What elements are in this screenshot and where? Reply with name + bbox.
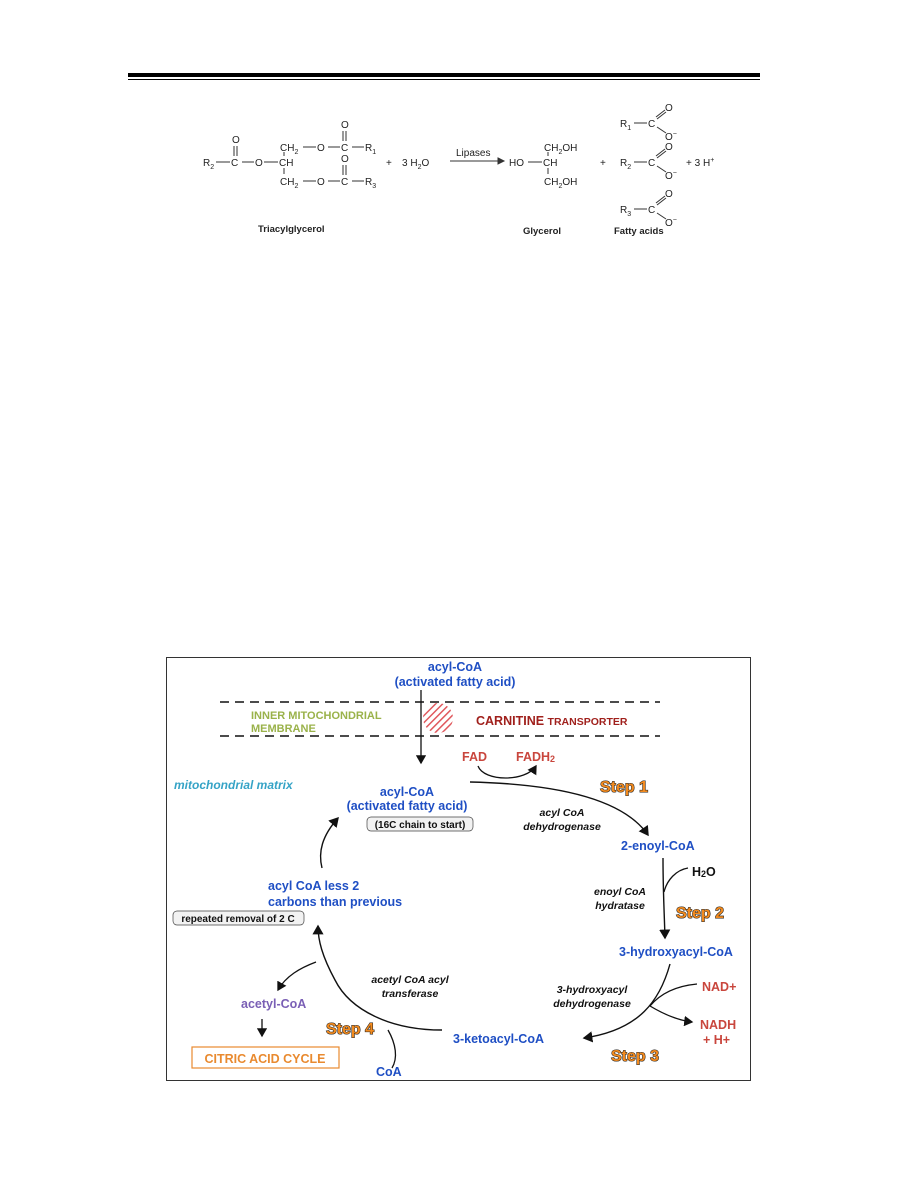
fa1-o-minus: O− [665,131,677,143]
fa-r3: R3 [620,205,631,218]
header-rule-thin [128,79,760,80]
glycerol-ch2oh-top: CH2OH [544,143,577,156]
tag-o-link2: O [255,158,263,169]
fadh2-label: FADH2 [516,750,555,764]
matrix-label: mitochondrial matrix [174,778,294,792]
enzyme1-line2: dehydrogenase [523,821,601,833]
citric-acid-cycle-box [191,1046,340,1069]
enzyme4-line2: transferase [382,988,439,1000]
step1-badge: Step 1 [600,779,648,796]
return-loop-arrow [319,816,339,869]
fa2-c: C [648,158,655,169]
enzyme2-line1: enoyl CoA [594,886,646,898]
label-glycerol: Glycerol [523,226,561,237]
membrane-label-line1: INNER MITOCHONDRIAL [251,710,382,722]
chain-note: (16C chain to start) [375,820,466,831]
carnitine-transporter-icon [423,703,453,733]
repeated-note-box [172,910,305,926]
top-acyl-coa: acyl-CoA [428,660,482,674]
acetyl-release-arrow [277,961,317,992]
step3-badge: Step 3 [611,1048,659,1065]
fad-label: FAD [462,750,487,764]
glycerol-ch: CH [543,158,557,169]
tag-r3: R3 [365,177,376,190]
plus-sign-2: + [600,158,606,169]
tag-ch2-top: CH2 [280,143,298,156]
glycerol-ho: HO [509,158,524,169]
tag-o-carbonyl3: O [341,154,349,165]
fa2-o: O [665,142,673,153]
protons: + 3 H+ [686,157,714,169]
fa1-o: O [665,103,673,114]
beta-oxidation-diagram-frame [166,657,751,1081]
tag-r1: R1 [365,143,376,156]
fa3-c: C [648,205,655,216]
nad-label: NAD+ [702,980,736,994]
arrow-label-lipases: Lipases [456,148,490,159]
fa3-o-minus: O− [665,217,677,229]
tag-r2: R2 [203,158,214,171]
less2-line2: carbons than previous [268,895,402,909]
fa2-o-minus: O− [665,170,677,182]
repeated-note: repeated removal of 2 C [181,914,294,925]
fa-r2: R2 [620,158,631,171]
glycerol-ch2oh-bottom: CH2OH [544,177,577,190]
label-triacylglycerol: Triacylglycerol [258,224,325,235]
step1-arrow [469,781,649,837]
step2-arrow [659,857,671,940]
fa3-o: O [665,189,673,200]
membrane-label-line2: MEMBRANE [251,723,316,735]
tag-ch: CH [279,158,293,169]
tag-ch2-bottom: CH2 [280,177,298,190]
step2-badge: Step 2 [676,905,724,922]
step4-arrow [312,924,443,1031]
nadh-label: NADH [700,1018,736,1032]
citric-acid-cycle: CITRIC ACID CYCLE [204,1052,325,1066]
fa1-c: C [648,119,655,130]
step3-arrow [582,963,671,1043]
hydroxyacyl-coa: 3-hydroxyacyl-CoA [619,945,733,959]
step4-badge: Step 4 [326,1021,374,1038]
enzyme2-line2: hydratase [595,900,645,912]
enoyl-coa: 2-enoyl-CoA [621,839,695,853]
tag-o-carbonyl1: O [341,120,349,131]
reaction-bonds [216,109,667,220]
nadh-h-label: + H+ [703,1033,730,1047]
tag-c-ester1: C [341,143,348,154]
lipolysis-reaction: R2 C O O CH CH2 CH2 O O C C O O R1 R3 + … [203,103,714,237]
water-input-arrow [663,867,689,893]
water-label: H2O [692,865,716,879]
coa-input-arrow [387,1029,397,1069]
matrix-acyl-coa: acyl-CoA [380,785,434,799]
enzyme4-line1: acetyl CoA acyl [371,974,449,986]
acetyl-coa: acetyl-CoA [241,997,306,1011]
enzyme3-line1: 3-hydroxyacyl [557,984,629,996]
tag-o-carbonyl2: O [232,135,240,146]
chain-note-box [366,816,474,832]
matrix-activated-fatty-acid: (activated fatty acid) [347,799,468,813]
tag-c-ester3: C [341,177,348,188]
water-reactant: 3 H2O [402,158,429,171]
tag-c-ester2: C [231,158,238,169]
enzyme1-line1: acyl CoA [540,807,585,819]
plus-sign-1: + [386,158,392,169]
nad-reduction-arrow [649,983,698,1027]
tag-o-link3: O [317,177,325,188]
header-rule-thick [128,73,760,77]
less2-line1: acyl CoA less 2 [268,879,359,893]
transporter-label: CARNITINE TRANSPORTER [476,714,628,728]
ketoacyl-coa: 3-ketoacyl-CoA [453,1032,544,1046]
top-activated-fatty-acid: (activated fatty acid) [395,675,516,689]
fa-r1: R1 [620,119,631,132]
tag-o-link1: O [317,143,325,154]
enzyme3-line2: dehydrogenase [553,998,631,1010]
coa-label: CoA [376,1065,402,1079]
label-fatty-acids: Fatty acids [614,226,664,237]
fad-reduction-arrow [477,764,537,779]
